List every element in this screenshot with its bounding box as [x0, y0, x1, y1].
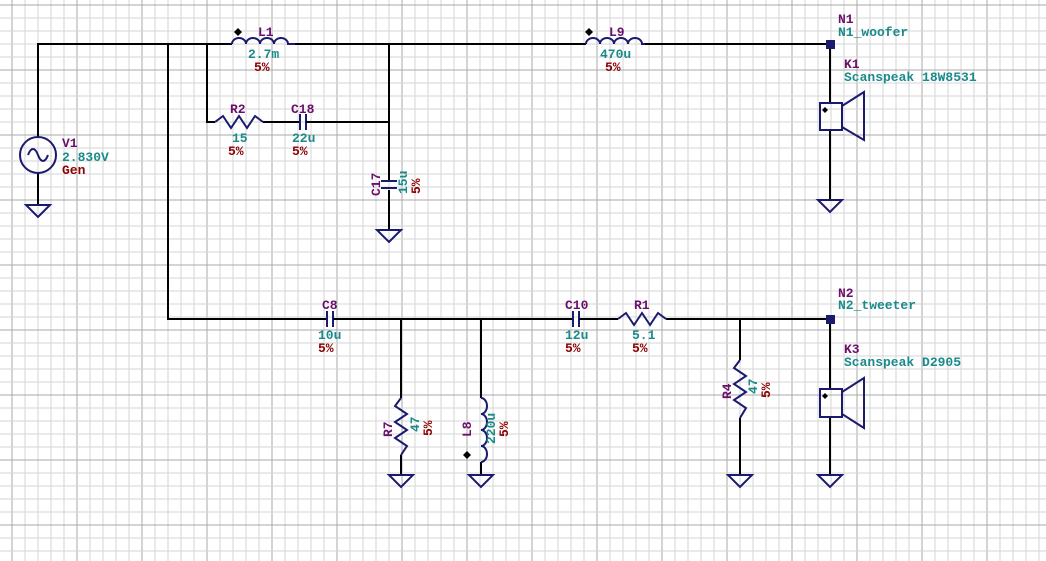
k1-speaker-icon[interactable] [819, 90, 865, 142]
l1-polarity-dot-icon [234, 28, 242, 36]
r2-name: R2 [230, 102, 246, 117]
grounds [23, 199, 845, 489]
k1-polarity-dot-icon [822, 107, 828, 113]
r7-value: 47 [408, 416, 423, 432]
r1-tolerance: 5% [632, 341, 648, 356]
c17-value: 15u [396, 171, 411, 194]
ground-r7-icon [386, 474, 416, 489]
ground-c17-icon [374, 229, 404, 244]
l8-name: L8 [460, 421, 475, 437]
node-n1-label: N1_woofer [838, 25, 908, 40]
c8-value: 10u [318, 328, 341, 343]
k3-name: K3 [844, 342, 860, 357]
c8-name: C8 [322, 298, 338, 313]
l8-value: 220u [484, 413, 499, 444]
v1-value: 2.830V [62, 150, 109, 165]
l9-value: 470u [600, 47, 631, 62]
c8-tolerance: 5% [318, 341, 334, 356]
l8-polarity-dot-icon [463, 451, 471, 459]
ground-l8-icon [466, 474, 496, 489]
l1-name: L1 [258, 25, 274, 40]
node-n1-marker[interactable] [826, 40, 835, 49]
c18-capacitor[interactable] [287, 114, 323, 130]
r7-name: R7 [381, 421, 396, 437]
ground-r4-icon [725, 474, 755, 489]
c18-tolerance: 5% [292, 144, 308, 159]
v1-voltage-source[interactable] [19, 136, 57, 174]
l9-inductor[interactable] [585, 28, 645, 45]
c18-name: C18 [291, 102, 315, 117]
r7-resistor[interactable] [393, 397, 409, 456]
k3-model: Scanspeak D2905 [844, 355, 961, 370]
r2-resistor[interactable] [214, 114, 264, 130]
k3-speaker-icon[interactable] [819, 376, 865, 430]
k3-polarity-dot-icon [822, 393, 828, 399]
l1-value: 2.7m [248, 47, 279, 62]
l9-name: L9 [609, 25, 625, 40]
r1-value: 5.1 [632, 328, 656, 343]
l8-tolerance: 5% [497, 421, 512, 437]
r4-value: 47 [746, 378, 761, 394]
c10-name: C10 [565, 298, 589, 313]
v1-name: V1 [62, 136, 78, 151]
r7-tolerance: 5% [421, 420, 436, 436]
node-n2-label: N2_tweeter [838, 298, 916, 313]
c17-tolerance: 5% [409, 178, 424, 194]
r1-resistor[interactable] [617, 311, 667, 327]
l8-inductor[interactable] [463, 397, 488, 463]
r2-value: 15 [232, 131, 248, 146]
ground-v1-icon [23, 204, 53, 219]
c17-name: C17 [369, 173, 384, 196]
l9-tolerance: 5% [605, 60, 621, 75]
c10-tolerance: 5% [565, 341, 581, 356]
c18-value: 22u [292, 131, 315, 146]
junction-nodes [826, 40, 835, 324]
l1-tolerance: 5% [254, 60, 270, 75]
l1-inductor[interactable] [231, 28, 295, 45]
r4-tolerance: 5% [759, 382, 774, 398]
r4-resistor[interactable] [732, 359, 748, 419]
c10-capacitor[interactable] [560, 311, 592, 327]
k1-name: K1 [844, 57, 860, 72]
wires [37, 43, 831, 475]
c8-capacitor[interactable] [313, 311, 348, 327]
l9-polarity-dot-icon [585, 28, 593, 36]
k1-model: Scanspeak 18W8531 [844, 70, 977, 85]
node-n2-id: N2 [838, 286, 854, 301]
node-n2-marker[interactable] [826, 315, 835, 324]
r4-name: R4 [720, 383, 735, 399]
node-n1-id: N1 [838, 12, 854, 27]
r2-tolerance: 5% [228, 144, 244, 159]
c17-capacitor[interactable] [381, 180, 397, 189]
ground-k1-icon [815, 199, 845, 214]
ground-k3-icon [815, 474, 845, 489]
c10-value: 12u [565, 328, 588, 343]
r1-name: R1 [634, 298, 650, 313]
v1-label: Gen [62, 163, 86, 178]
